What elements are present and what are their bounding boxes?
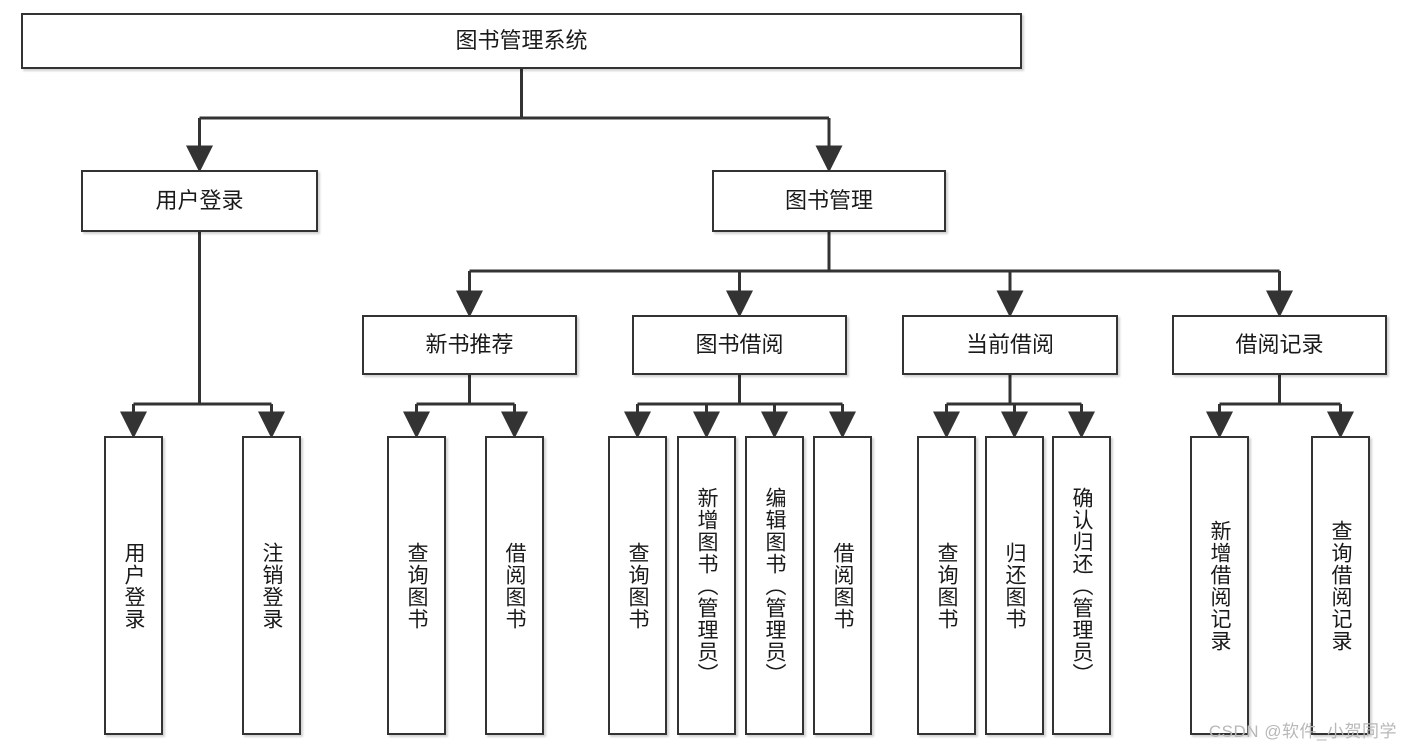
connector-group xyxy=(120,69,1354,439)
node-leaf-return-book[interactable]: 归还图书 xyxy=(985,436,1044,735)
node-root[interactable]: 图书管理系统 xyxy=(21,13,1022,69)
node-label: 编辑图书（管理员） xyxy=(763,486,787,685)
node-user-login[interactable]: 用户登录 xyxy=(81,170,318,232)
node-leaf-query-book-2[interactable]: 查询图书 xyxy=(608,436,667,735)
node-label: 借阅记录 xyxy=(1235,332,1324,358)
node-label: 借阅图书 xyxy=(831,541,855,630)
node-label: 借阅图书 xyxy=(503,541,527,630)
node-leaf-confirm-return[interactable]: 确认归还（管理员） xyxy=(1052,436,1111,735)
node-label: 查询图书 xyxy=(626,541,650,630)
node-current-borrow[interactable]: 当前借阅 xyxy=(902,315,1118,375)
node-label: 查询借阅记录 xyxy=(1329,519,1353,652)
node-label: 用户登录 xyxy=(155,188,244,214)
node-label: 新书推荐 xyxy=(425,332,514,358)
node-label: 当前借阅 xyxy=(965,332,1054,358)
node-label: 图书管理 xyxy=(784,188,873,214)
node-label: 确认归还（管理员） xyxy=(1070,486,1094,685)
node-leaf-query-record[interactable]: 查询借阅记录 xyxy=(1311,436,1370,735)
node-label: 查询图书 xyxy=(405,541,429,630)
node-leaf-query-book-1[interactable]: 查询图书 xyxy=(387,436,446,735)
node-leaf-edit-book[interactable]: 编辑图书（管理员） xyxy=(745,436,804,735)
node-label: 图书借阅 xyxy=(695,332,784,358)
node-book-borrow[interactable]: 图书借阅 xyxy=(632,315,847,375)
node-leaf-add-record[interactable]: 新增借阅记录 xyxy=(1190,436,1249,735)
node-book-manage[interactable]: 图书管理 xyxy=(712,170,946,232)
node-leaf-user-login[interactable]: 用户登录 xyxy=(104,436,163,735)
node-new-book-rec[interactable]: 新书推荐 xyxy=(362,315,577,375)
node-label: 查询图书 xyxy=(935,541,959,630)
node-leaf-borrow-book-1[interactable]: 借阅图书 xyxy=(485,436,544,735)
node-borrow-record[interactable]: 借阅记录 xyxy=(1172,315,1387,375)
node-leaf-query-book-3[interactable]: 查询图书 xyxy=(917,436,976,735)
node-leaf-logout[interactable]: 注销登录 xyxy=(242,436,301,735)
node-leaf-add-book[interactable]: 新增图书（管理员） xyxy=(677,436,736,735)
node-label: 新增图书（管理员） xyxy=(695,486,719,685)
node-label: 归还图书 xyxy=(1003,541,1027,630)
node-leaf-borrow-book-2[interactable]: 借阅图书 xyxy=(813,436,872,735)
node-label: 注销登录 xyxy=(260,541,284,630)
node-label: 图书管理系统 xyxy=(455,28,588,54)
node-label: 用户登录 xyxy=(122,541,146,630)
node-label: 新增借阅记录 xyxy=(1208,519,1232,652)
